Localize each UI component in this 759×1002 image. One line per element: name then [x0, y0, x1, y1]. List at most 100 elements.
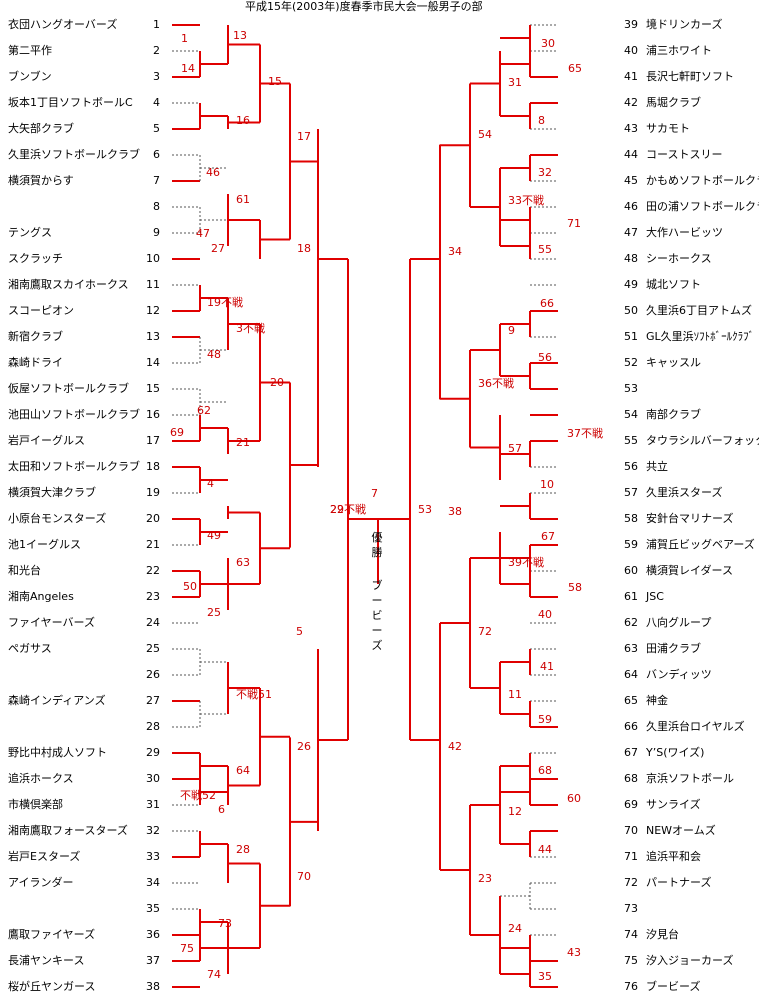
match-number: 30	[541, 37, 555, 50]
team-number: 29	[146, 746, 160, 759]
match-number: 73	[218, 917, 232, 930]
match-number: 49	[207, 529, 221, 542]
team-number: 62	[624, 616, 638, 629]
bracket-title: 平成15年(2003年)度春季市民大会一般男子の部	[245, 0, 483, 13]
match-number: 69	[170, 426, 184, 439]
match-number: 44	[538, 843, 552, 856]
match-number: 59	[538, 713, 552, 726]
match-number: 43	[567, 946, 581, 959]
team-name: 京浜ソフトボール	[646, 772, 734, 785]
match-number: 14	[181, 62, 195, 75]
team-number: 76	[624, 980, 638, 993]
team-number: 30	[146, 772, 160, 785]
team-name: キャッスル	[646, 356, 701, 369]
team-name: かもめソフトボールクラブ	[646, 174, 759, 187]
team-name: ファイヤーバーズ	[8, 616, 96, 629]
match-number: 56	[538, 351, 552, 364]
team-number: 51	[624, 330, 638, 343]
team-number: 72	[624, 876, 638, 889]
team-name: 城北ソフト	[646, 278, 701, 291]
team-name: サカモト	[646, 122, 690, 135]
team-name: バンディッツ	[646, 668, 712, 681]
match-number: 40	[538, 608, 552, 621]
team-number: 75	[624, 954, 638, 967]
team-name: 馬堀クラブ	[646, 96, 701, 109]
team-name: シーホークス	[646, 252, 712, 265]
team-number: 21	[146, 538, 160, 551]
team-number: 52	[624, 356, 638, 369]
match-number: 68	[538, 764, 552, 777]
team-name: 池田山ソフトボールクラブ	[8, 408, 140, 421]
match-number: 24	[508, 922, 522, 935]
team-name: 田浦クラブ	[646, 642, 701, 655]
team-name: 大作ハービッツ	[646, 226, 723, 239]
match-number: 不戦52	[180, 789, 216, 802]
team-number: 73	[624, 902, 638, 915]
match-number: 6	[218, 803, 225, 816]
match-number: 11	[508, 688, 522, 701]
match-number: 38	[448, 505, 462, 518]
team-name: スコーピオン	[8, 304, 74, 317]
team-name: 大矢部クラブ	[8, 122, 74, 135]
team-name: 追浜ホークス	[8, 772, 74, 785]
team-name: 長沢七軒町ソフト	[646, 70, 734, 83]
match-number: 50	[183, 580, 197, 593]
match-number: 5	[296, 625, 303, 638]
team-name: サンライズ	[646, 798, 701, 811]
team-number: 42	[624, 96, 638, 109]
team-number: 45	[624, 174, 638, 187]
match-number: 18	[297, 242, 311, 255]
match-number: 64	[236, 764, 250, 777]
match-number: 66	[540, 297, 554, 310]
match-number: 37不戦	[567, 427, 603, 440]
team-number: 50	[624, 304, 638, 317]
team-name: 浦三ホワイト	[646, 44, 712, 57]
team-number: 71	[624, 850, 638, 863]
team-number: 26	[146, 668, 160, 681]
team-number: 43	[624, 122, 638, 135]
team-name: 小原台モンスターズ	[8, 512, 107, 525]
match-number: 58	[568, 581, 582, 594]
champion-label: 優勝	[371, 531, 383, 559]
team-number: 5	[153, 122, 160, 135]
match-number: 21	[236, 436, 250, 449]
team-name: 追浜平和会	[646, 850, 701, 863]
team-number: 57	[624, 486, 638, 499]
match-number: 47	[196, 227, 210, 240]
match-number: 29不戦	[330, 503, 366, 516]
team-number: 61	[624, 590, 638, 603]
team-number: 14	[146, 356, 160, 369]
match-number: 55	[538, 243, 552, 256]
match-number: 28	[236, 843, 250, 856]
team-number: 58	[624, 512, 638, 525]
match-number: 15	[268, 75, 282, 88]
match-number: 67	[541, 530, 555, 543]
team-name: 汐見台	[646, 928, 679, 941]
match-number: 57	[508, 442, 522, 455]
team-number: 67	[624, 746, 638, 759]
team-number: 46	[624, 200, 638, 213]
team-name: 森崎インディアンズ	[8, 694, 106, 707]
team-name: 湘南鷹取フォースターズ	[8, 824, 128, 837]
team-number: 1	[153, 18, 160, 31]
team-number: 37	[146, 954, 160, 967]
team-name: コーストスリー	[646, 148, 723, 161]
team-name: 神金	[646, 694, 668, 707]
team-name: 湘南鷹取スカイホークス	[8, 278, 129, 291]
match-number: 65	[568, 62, 582, 75]
team-number: 23	[146, 590, 160, 603]
team-name: 久里浜6丁目アトムズ	[646, 304, 752, 317]
match-number: 23	[478, 872, 492, 885]
team-name: JSC	[646, 590, 664, 603]
team-name: 横須賀レイダース	[646, 564, 734, 577]
team-number: 41	[624, 70, 638, 83]
match-number: 39不戦	[508, 556, 544, 569]
team-number: 11	[146, 278, 160, 291]
team-number: 13	[146, 330, 160, 343]
team-name: 浦賀丘ビッグベアーズ	[646, 538, 755, 551]
match-number: 62	[197, 404, 211, 417]
team-name: スクラッチ	[8, 252, 63, 265]
team-name: ブンブン	[8, 70, 52, 83]
team-number: 15	[146, 382, 160, 395]
match-number: 71	[567, 217, 581, 230]
